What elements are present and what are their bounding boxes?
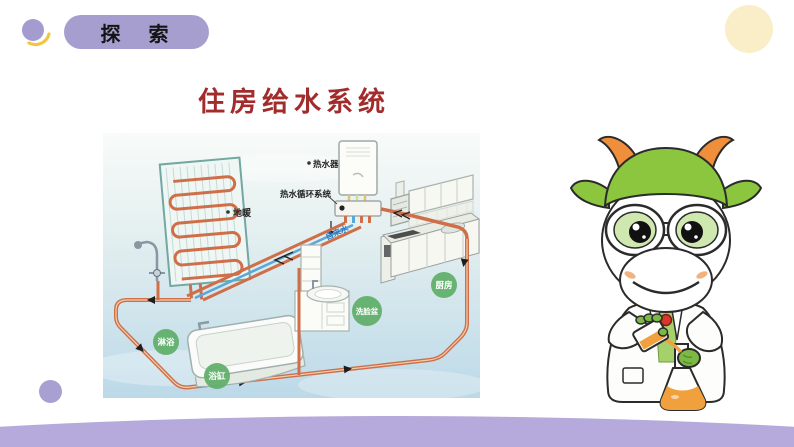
- crescent-icon: [27, 32, 51, 47]
- floor-heating-panel: [158, 156, 252, 300]
- cloud-wash: [203, 154, 363, 182]
- label-kitchen: 厨房: [435, 280, 452, 290]
- cow-scientist-mascot: [563, 128, 768, 424]
- kitchen-feed-pipe: [380, 207, 469, 251]
- wash-basin: [294, 244, 350, 375]
- label-shower: 淋浴: [157, 337, 175, 347]
- label-floor-heating: 地暖: [233, 207, 252, 218]
- green-labels: 淋浴 浴缸 洗脸盆 厨房: [153, 272, 457, 389]
- floor-pipe-loop: [114, 239, 469, 390]
- label-basin: 洗脸盆: [356, 306, 379, 316]
- floor-heating-bullet: [226, 210, 230, 214]
- section-badge-label: 探 索: [100, 23, 173, 46]
- hand-left-fingers: [635, 313, 669, 337]
- water-heater-bullet: [307, 161, 311, 165]
- supply-pipes: [186, 221, 362, 302]
- label-circulation: 热水循环系统: [280, 189, 332, 199]
- pointer-line: [326, 194, 338, 205]
- mascot-body: [606, 299, 726, 403]
- muzzle: [619, 247, 713, 313]
- experiment-props: [632, 313, 707, 411]
- water-supply-diagram: 地暖 热水器: [103, 133, 480, 398]
- ear-right: [722, 179, 763, 210]
- smile: [632, 280, 700, 295]
- circulation-box: [334, 200, 382, 223]
- coat-pocket: [622, 367, 644, 384]
- pour-stream: [665, 338, 683, 354]
- ear-left: [569, 179, 610, 210]
- top-right-circle: [725, 5, 773, 53]
- page-title: 住房给水系统: [198, 87, 390, 118]
- hand-right: [677, 348, 701, 368]
- label-bathtub: 浴缸: [208, 371, 226, 381]
- bottom-left-dot: [39, 380, 62, 403]
- mascot-head: [569, 135, 763, 313]
- head-cap: [603, 146, 729, 209]
- section-badge: 探 索: [64, 15, 209, 49]
- top-left-dot: [22, 19, 44, 41]
- bottom-arc-bar: [0, 416, 794, 447]
- mouth-corner-left: [624, 271, 636, 279]
- heating-coil: [168, 175, 244, 281]
- flask-liquid: [660, 386, 706, 410]
- water-heater-unit: [338, 140, 378, 201]
- goggles-icon: [604, 203, 728, 257]
- cloud-wash: [298, 369, 480, 398]
- mouth-corner-right: [696, 271, 708, 279]
- shower-fixture: [134, 240, 165, 300]
- label-water-heater: 热水器: [313, 159, 339, 169]
